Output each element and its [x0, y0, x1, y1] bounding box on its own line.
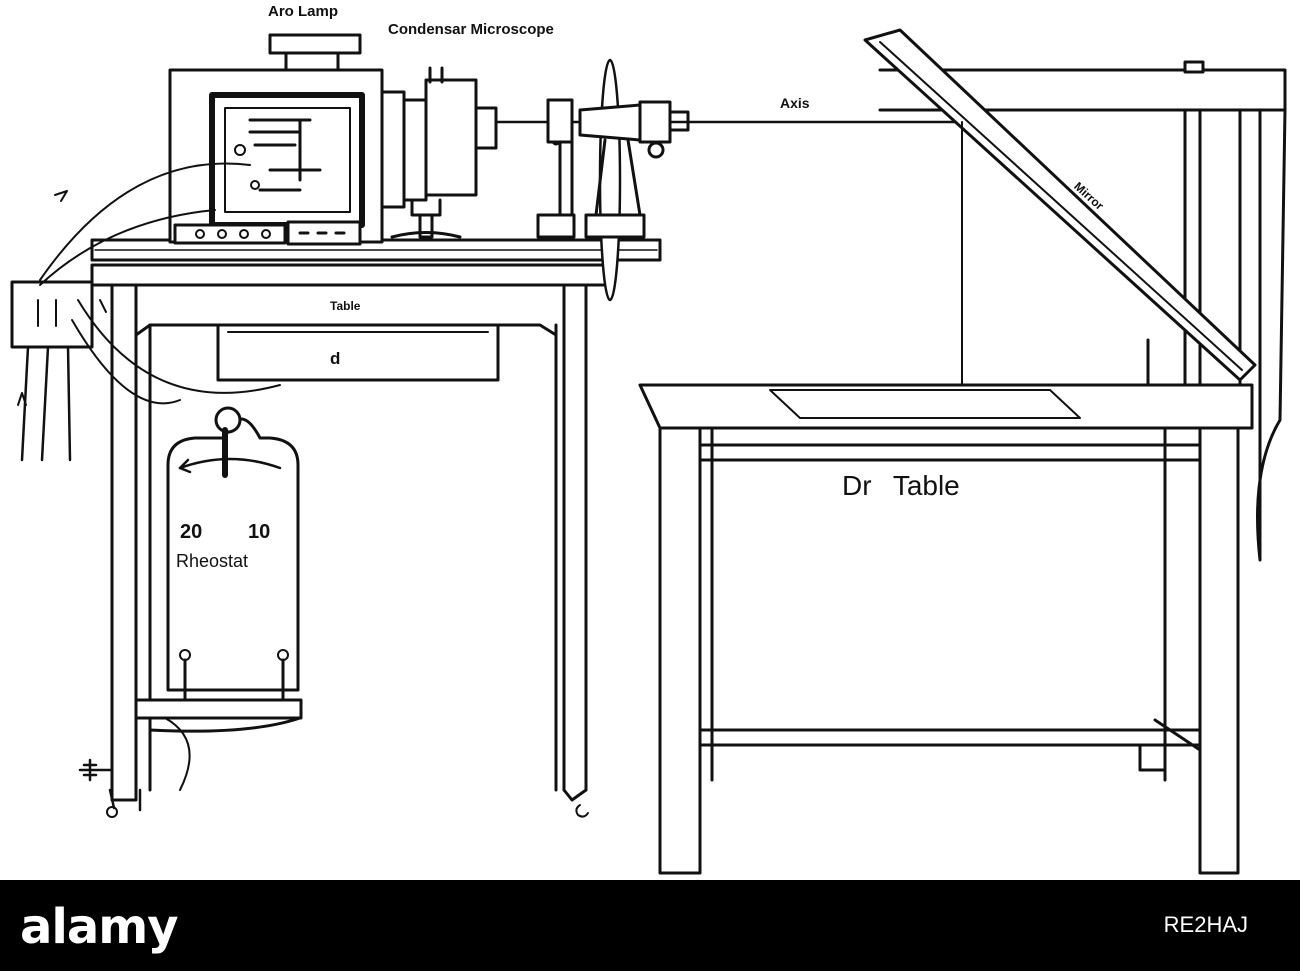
optical-bench [90, 238, 662, 262]
label-arc-lamp: Aro Lamp [268, 3, 339, 20]
alamy-logo-text: alamy [20, 899, 179, 955]
label-scale-10: 10 [248, 521, 271, 543]
watermark-bar: alamy RE2HAJ [0, 880, 1300, 971]
label-rheostat: Rheostat [176, 551, 249, 571]
image-id: RE2HAJ [1163, 912, 1248, 937]
drawer [216, 323, 500, 382]
alamy-logo: alamy [20, 899, 179, 955]
label-condenser-microscope: Condensar Microscope [388, 21, 554, 38]
rheostat [166, 406, 300, 702]
label-axis: Axis [780, 95, 810, 111]
microscope [536, 58, 690, 302]
wiring [10, 162, 281, 462]
drawing-table [638, 28, 1287, 875]
label-drawer: d [330, 349, 341, 368]
label-drawing-table: Dr Table [842, 470, 960, 501]
condenser [380, 66, 498, 239]
projection-apparatus-diagram: Aro Lamp Condensar Microscope Axis Mirro… [10, 3, 1287, 875]
label-scale-20: 20 [180, 521, 203, 543]
label-table: Table [330, 299, 361, 313]
lamp-house [168, 33, 384, 246]
table-left [78, 263, 614, 818]
diagram-svg [10, 28, 1287, 875]
